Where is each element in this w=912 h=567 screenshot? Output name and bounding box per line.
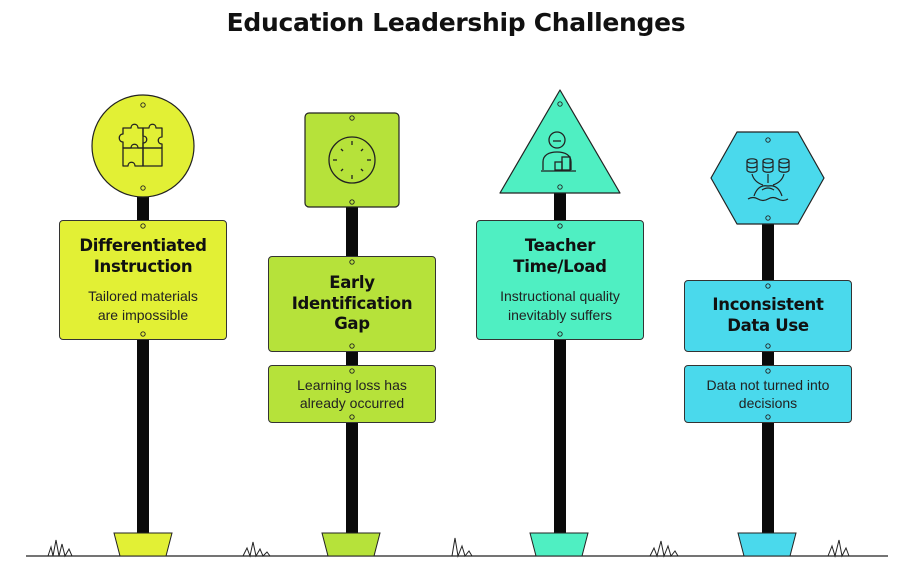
grass-tufts (47, 537, 850, 558)
sign-title: Early Identification Gap (291, 273, 413, 334)
sign-title: Teacher Time/Load (513, 236, 607, 276)
sign-description: Data not turned into decisions (706, 376, 830, 411)
sign-description: Instructional quality inevitably suffers (500, 288, 620, 323)
sign-title: Inconsistent Data Use (712, 295, 824, 335)
pole-base (321, 532, 381, 557)
sign-panel-inconsistent-data-use: Inconsistent Data Use (684, 280, 852, 352)
puzzle-icon (118, 123, 163, 167)
sign-panel-early-identification-gap: Early Identification Gap (268, 256, 436, 352)
database-icon (746, 158, 790, 202)
sign-panel-teacher-time-load: Teacher Time/Load Instructional quality … (476, 220, 644, 340)
sign-description: Learning loss has already occurred (297, 376, 407, 411)
sign-panel-early-identification-gap-description: Learning loss has already occurred (268, 365, 436, 423)
clock-icon (328, 136, 376, 184)
pole-base (529, 532, 589, 557)
pole-base (113, 532, 173, 557)
sign-description: Tailored materials are impossible (88, 288, 198, 323)
sign-title: Differentiated Instruction (79, 236, 207, 276)
sign-pole (346, 182, 358, 538)
sign-panel-differentiated-instruction: Differentiated Instruction Tailored mate… (59, 220, 227, 340)
sign-panel-inconsistent-data-use-description: Data not turned into decisions (684, 365, 852, 423)
pole-base (737, 532, 797, 557)
teacher-icon (541, 131, 576, 172)
page-title: Education Leadership Challenges (226, 8, 686, 37)
square-sign (304, 112, 400, 208)
